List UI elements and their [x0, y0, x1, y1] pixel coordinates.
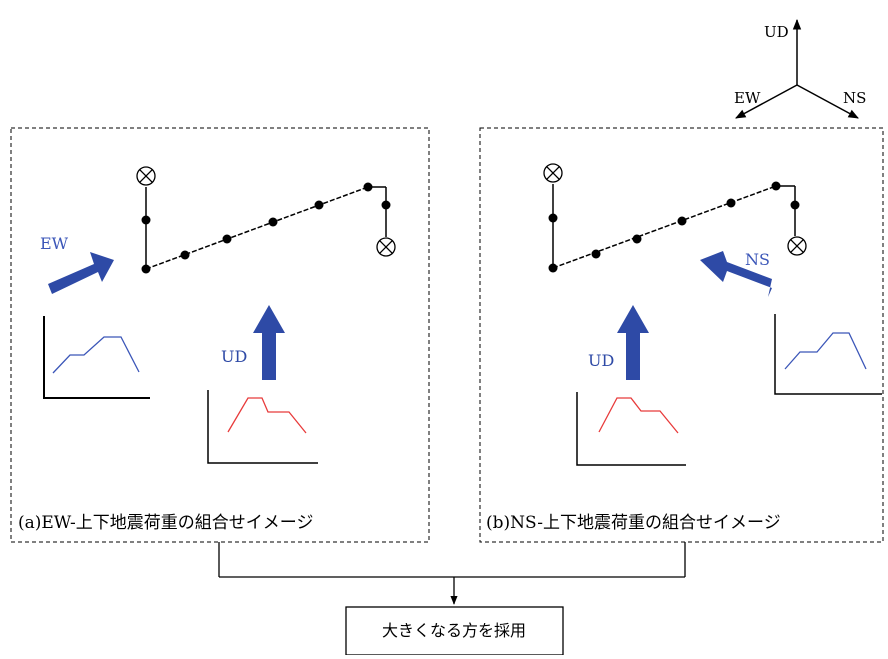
panel-b-ud-load-label: UD — [588, 351, 614, 370]
ns-axis-label: NS — [843, 89, 866, 107]
panel-b-caption: (b)NS-上下地震荷重の組合せイメージ — [486, 513, 781, 533]
coordinate-axes — [735, 18, 859, 119]
mass-point — [548, 213, 558, 223]
ns-axis-arrow — [796, 84, 859, 119]
mass-point — [268, 217, 278, 227]
mass-point — [771, 181, 781, 191]
ew-load-label: EW — [40, 234, 69, 253]
ew-axis-arrow — [735, 84, 798, 119]
merge-connector — [218, 542, 686, 605]
mass-point — [222, 234, 232, 244]
result-box: 大きくなる方を採用 — [345, 606, 564, 656]
ew-load-arrow — [48, 252, 114, 294]
panel-a-mass-points — [141, 182, 391, 274]
mass-point — [726, 198, 736, 208]
mass-point — [677, 216, 687, 226]
panel-a-ew-spectrum — [43, 316, 150, 399]
mass-point — [632, 234, 642, 244]
panel-b-support-node-top — [543, 163, 563, 183]
panel-b-ud-load-arrow — [617, 305, 649, 380]
panel-a-ud-spectrum — [207, 390, 318, 464]
mass-point — [591, 249, 601, 259]
ud-axis-label: UD — [764, 23, 789, 41]
panel-b-support-node-right — [787, 236, 807, 256]
panel-a-ud-load-label: UD — [221, 347, 247, 366]
panel-b: NS UD (b)NS-上下地震荷重の組合せイメージ — [479, 127, 884, 543]
panel-b-mass-points — [548, 181, 800, 273]
mass-point — [141, 215, 151, 225]
mass-point — [381, 200, 391, 210]
ns-load-label: NS — [745, 250, 770, 269]
mass-point — [141, 264, 151, 274]
panel-b-ns-spectrum — [774, 314, 882, 395]
panel-b-piping-model — [552, 184, 796, 269]
panel-a-frame — [10, 127, 430, 543]
panel-a-support-node-right — [376, 237, 396, 257]
panel-a-caption: (a)EW-上下地震荷重の組合せイメージ — [18, 513, 313, 533]
mass-point — [180, 250, 190, 260]
mass-point — [363, 182, 373, 192]
panel-b-ud-spectrum — [576, 392, 686, 466]
ns-load-arrow — [700, 251, 772, 297]
ew-axis-label: EW — [734, 89, 761, 107]
panel-a-support-node-top — [136, 166, 156, 186]
result-label: 大きくなる方を採用 — [382, 621, 526, 640]
panel-a-ud-load-arrow — [253, 305, 285, 380]
panel-b-frame — [479, 127, 884, 543]
panel-a: EW UD (a)EW-上下地震荷重の組合せイメージ — [10, 127, 430, 543]
mass-point — [548, 263, 558, 273]
mass-point — [314, 200, 324, 210]
mass-point — [790, 200, 800, 210]
